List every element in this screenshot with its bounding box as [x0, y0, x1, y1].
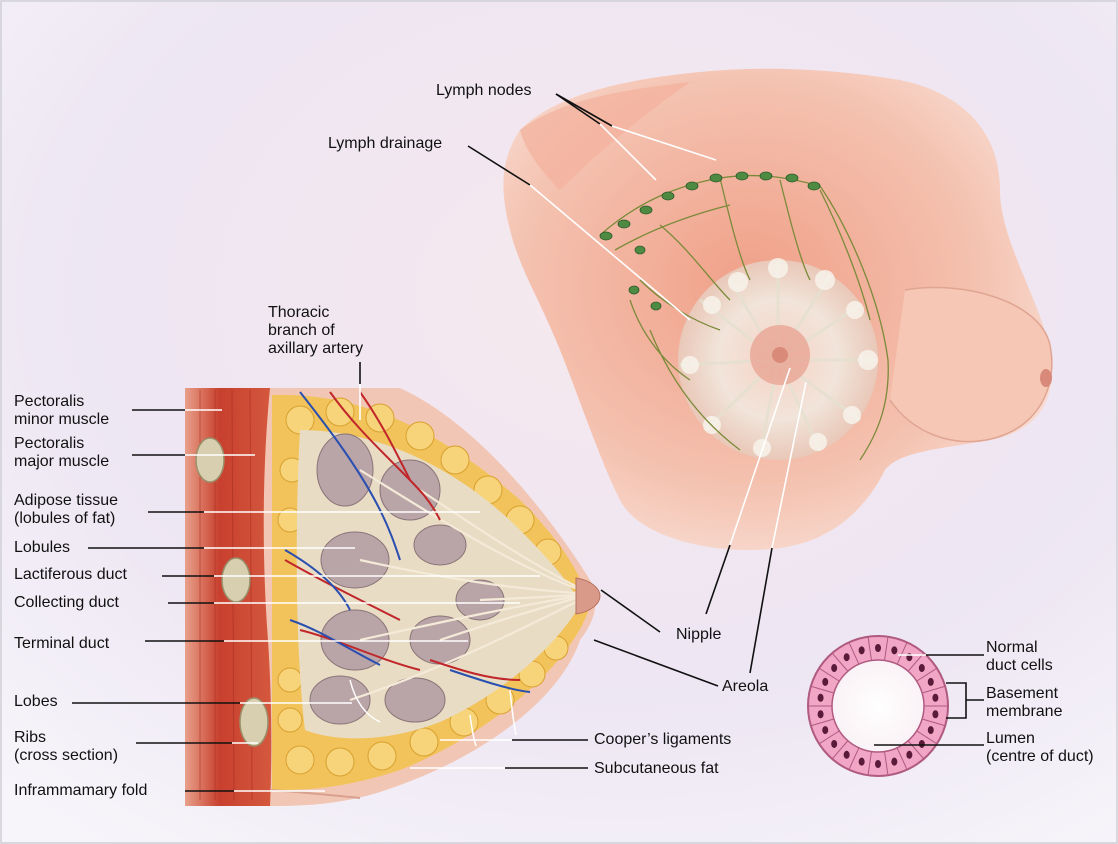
label-thoracic-branch: Thoracic branch of axillary artery	[268, 304, 363, 358]
duct-cell-nucleus	[859, 758, 865, 766]
label-normal-duct-cells: Normal duct cells	[986, 639, 1053, 675]
label-lymph-drainage: Lymph drainage	[328, 135, 442, 153]
duct-cell-nucleus	[932, 694, 938, 702]
duct-cell-nucleus	[859, 646, 865, 654]
label-ribs: Ribs (cross section)	[14, 729, 118, 765]
label-collecting-duct: Collecting duct	[14, 594, 119, 612]
duct-cell-nucleus	[928, 726, 934, 734]
duct-cell-nucleus	[891, 758, 897, 766]
nipple-shape	[772, 347, 788, 363]
label-terminal-duct: Terminal duct	[14, 635, 109, 653]
duct-lumen	[832, 660, 924, 752]
label-nipple: Nipple	[676, 626, 721, 644]
label-lymph-nodes: Lymph nodes	[436, 82, 531, 100]
label-pectoralis-minor: Pectoralis minor muscle	[14, 393, 109, 429]
label-coopers-ligaments: Cooper’s ligaments	[594, 731, 731, 749]
duct-cell-nucleus	[844, 751, 850, 759]
label-inframammary-fold: Inframmamary fold	[14, 782, 147, 800]
label-lactiferous-duct: Lactiferous duct	[14, 566, 127, 584]
right-nipple	[1040, 369, 1052, 387]
label-lobes: Lobes	[14, 693, 58, 711]
label-areola: Areola	[722, 678, 768, 696]
duct-cell-nucleus	[919, 740, 925, 748]
duct-cell-nucleus	[875, 760, 881, 768]
duct-cell-nucleus	[919, 664, 925, 672]
duct-cell-nucleus	[932, 710, 938, 718]
label-subcutaneous-fat: Subcutaneous fat	[594, 760, 719, 778]
duct-cross-section	[808, 636, 948, 776]
duct-cell-nucleus	[906, 751, 912, 759]
duct-cell-nucleus	[818, 694, 824, 702]
duct-cell-nucleus	[831, 664, 837, 672]
duct-cell-nucleus	[831, 740, 837, 748]
duct-cell-nucleus	[822, 726, 828, 734]
label-pectoralis-major: Pectoralis major muscle	[14, 435, 109, 471]
duct-cell-nucleus	[891, 646, 897, 654]
duct-cell-nucleus	[844, 653, 850, 661]
duct-cell-nucleus	[928, 678, 934, 686]
duct-cell-nucleus	[818, 710, 824, 718]
label-lumen: Lumen (centre of duct)	[986, 730, 1094, 766]
label-adipose-tissue: Adipose tissue (lobules of fat)	[14, 492, 118, 528]
label-basement-membrane: Basement membrane	[986, 685, 1062, 721]
duct-cell-nucleus	[875, 644, 881, 652]
duct-cell-nucleus	[822, 678, 828, 686]
label-lobules: Lobules	[14, 539, 70, 557]
